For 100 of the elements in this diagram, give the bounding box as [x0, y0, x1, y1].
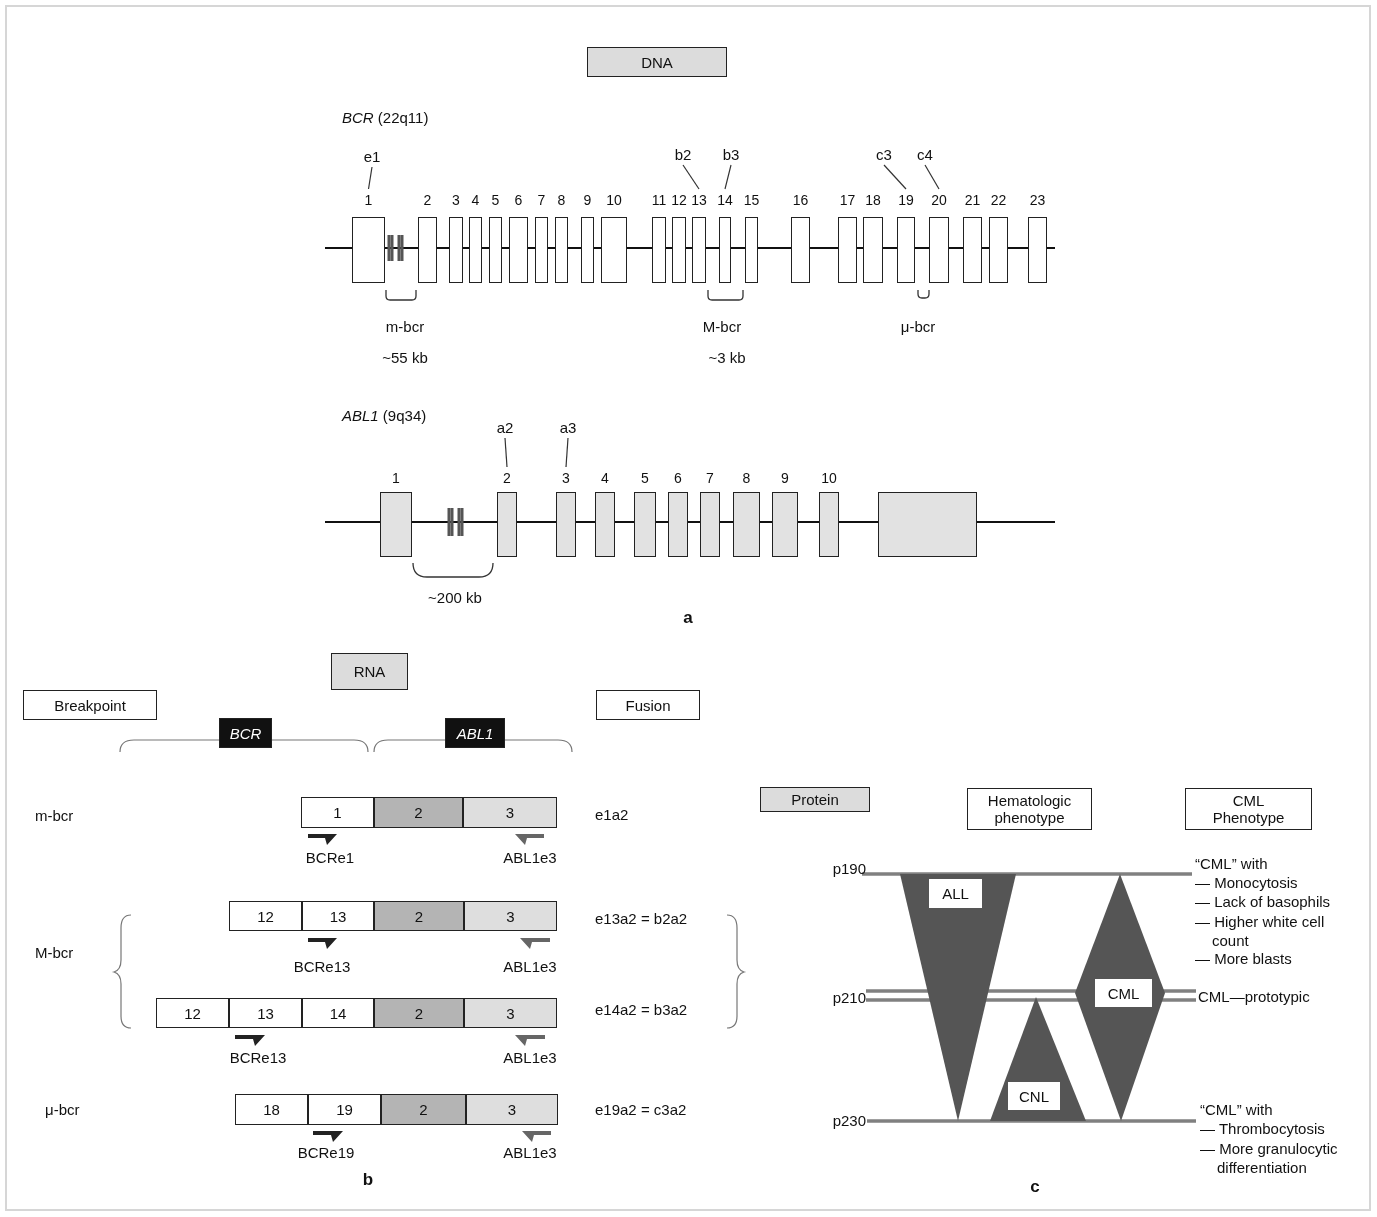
exon-segment: 1	[301, 797, 374, 828]
exon-number: 6	[513, 191, 524, 210]
exon-segment: 3	[463, 797, 557, 828]
leader-line	[504, 437, 508, 468]
annotation-label: e19a2 = c3a2	[595, 1101, 687, 1119]
exon-number: 13	[690, 191, 708, 210]
exon-segment: 2	[374, 797, 463, 828]
column-heading: Fusion	[596, 690, 700, 720]
exon-segment: 14	[302, 998, 374, 1028]
column-heading: Hematologic phenotype	[967, 788, 1092, 830]
section-heading: Protein	[760, 787, 870, 812]
exon-segment: 3	[464, 901, 557, 931]
exon-segment: 2	[374, 901, 464, 931]
annotation-label: ABL1e3	[503, 1144, 557, 1162]
annotation-label: — Thrombocytosis	[1200, 1120, 1325, 1138]
exon-number: 14	[716, 191, 734, 210]
annotation-label: BCRe19	[297, 1144, 355, 1162]
exon-number: 7	[705, 469, 715, 488]
exon-number: 5	[640, 469, 650, 488]
column-heading: Breakpoint	[23, 690, 157, 720]
leader-line	[924, 164, 940, 190]
annotation-label: p210	[832, 989, 866, 1007]
annotation-label: m-bcr	[385, 318, 425, 336]
annotation-label: e13a2 = b2a2	[595, 910, 688, 928]
column-heading: CML Phenotype	[1185, 788, 1312, 830]
exon-number: 5	[490, 191, 501, 210]
exon-number: 1	[391, 469, 401, 488]
annotation-label: — Higher white cell count	[1195, 912, 1326, 950]
annotation-label: ~200 kb	[428, 589, 482, 607]
junction-label: c4	[917, 146, 933, 164]
annotation-label: M-bcr	[35, 944, 74, 962]
panel-letter: c	[1030, 1178, 1040, 1196]
exon-number: 10	[605, 191, 623, 210]
exon-number: 6	[673, 469, 683, 488]
phenotype-label: CNL	[1008, 1082, 1060, 1110]
exon-number: 15	[742, 191, 761, 210]
exon-number: 23	[1028, 191, 1047, 210]
junction-label: a2	[496, 419, 514, 437]
annotation-label: “CML” with	[1195, 855, 1268, 873]
leader-line	[724, 164, 732, 190]
annotation-label: BCRe13	[293, 958, 351, 976]
section-heading: RNA	[331, 653, 408, 690]
annotation-label: e14a2 = b3a2	[595, 1001, 688, 1019]
annotation-label: “CML” with	[1200, 1101, 1273, 1119]
annotation-label: — More granulocytic differentiation	[1200, 1139, 1339, 1177]
exon-number: 9	[582, 191, 593, 210]
panel-letter: a	[683, 609, 693, 627]
exon-segment: 18	[235, 1094, 308, 1125]
annotation-label: ABL1e3	[503, 958, 557, 976]
junction-label: e1	[363, 148, 381, 166]
annotation-label: — More blasts	[1195, 950, 1292, 968]
exon-number: 7	[536, 191, 547, 210]
annotation-label: ABL1e3	[503, 849, 557, 867]
exon-number: 11	[650, 191, 668, 210]
exon-segment: 2	[374, 998, 464, 1028]
exon-number: 18	[864, 191, 882, 210]
annotation-label: p230	[832, 1112, 866, 1130]
junction-label: c3	[876, 146, 892, 164]
exon-number: 8	[556, 191, 567, 210]
exon-number: 20	[930, 191, 948, 210]
junction-label: a3	[559, 419, 577, 437]
exon-number: 10	[820, 469, 838, 488]
junction-label: b3	[722, 146, 740, 164]
gene-tag: BCR	[219, 718, 272, 748]
leader-line	[682, 164, 700, 190]
exon-number: 16	[791, 191, 810, 210]
exon-number: 19	[897, 191, 915, 210]
annotation-label: ABL1e3	[503, 1049, 557, 1067]
exon-number: 21	[963, 191, 982, 210]
phenotype-label: ALL	[929, 879, 982, 908]
exon-segment: 3	[464, 998, 557, 1028]
exon-number: 4	[470, 191, 481, 210]
exon-segment: 19	[308, 1094, 381, 1125]
leader-line	[367, 166, 373, 190]
phenotype-label: CML	[1095, 979, 1152, 1007]
exon-segment: 3	[466, 1094, 558, 1125]
leader-line	[883, 164, 907, 190]
leader-line	[565, 437, 569, 468]
annotation-label: e1a2	[595, 806, 629, 824]
exon-number: 2	[502, 469, 512, 488]
junction-label: b2	[674, 146, 692, 164]
annotation-label: BCRe1	[305, 849, 355, 867]
exon-number: 2	[422, 191, 433, 210]
annotation-label: — Lack of basophils	[1195, 893, 1331, 911]
exon-number: 17	[838, 191, 857, 210]
exon-number: 12	[670, 191, 688, 210]
exon-number: 3	[561, 469, 571, 488]
annotation-label: CML—prototypic	[1198, 988, 1310, 1006]
annotation-label: ABL1 (9q34)	[342, 407, 427, 425]
section-heading: DNA	[587, 47, 727, 77]
annotation-label: μ-bcr	[900, 318, 936, 336]
annotation-label: m-bcr	[35, 807, 74, 825]
panel-letter: b	[362, 1171, 374, 1189]
annotation-label: p190	[832, 860, 866, 878]
exon-number: 3	[451, 191, 461, 210]
exon-segment: 12	[156, 998, 229, 1028]
annotation-label: ~55 kb	[382, 349, 428, 367]
exon-segment: 13	[302, 901, 374, 931]
exon-segment: 13	[229, 998, 302, 1028]
gene-tag: ABL1	[445, 718, 505, 748]
